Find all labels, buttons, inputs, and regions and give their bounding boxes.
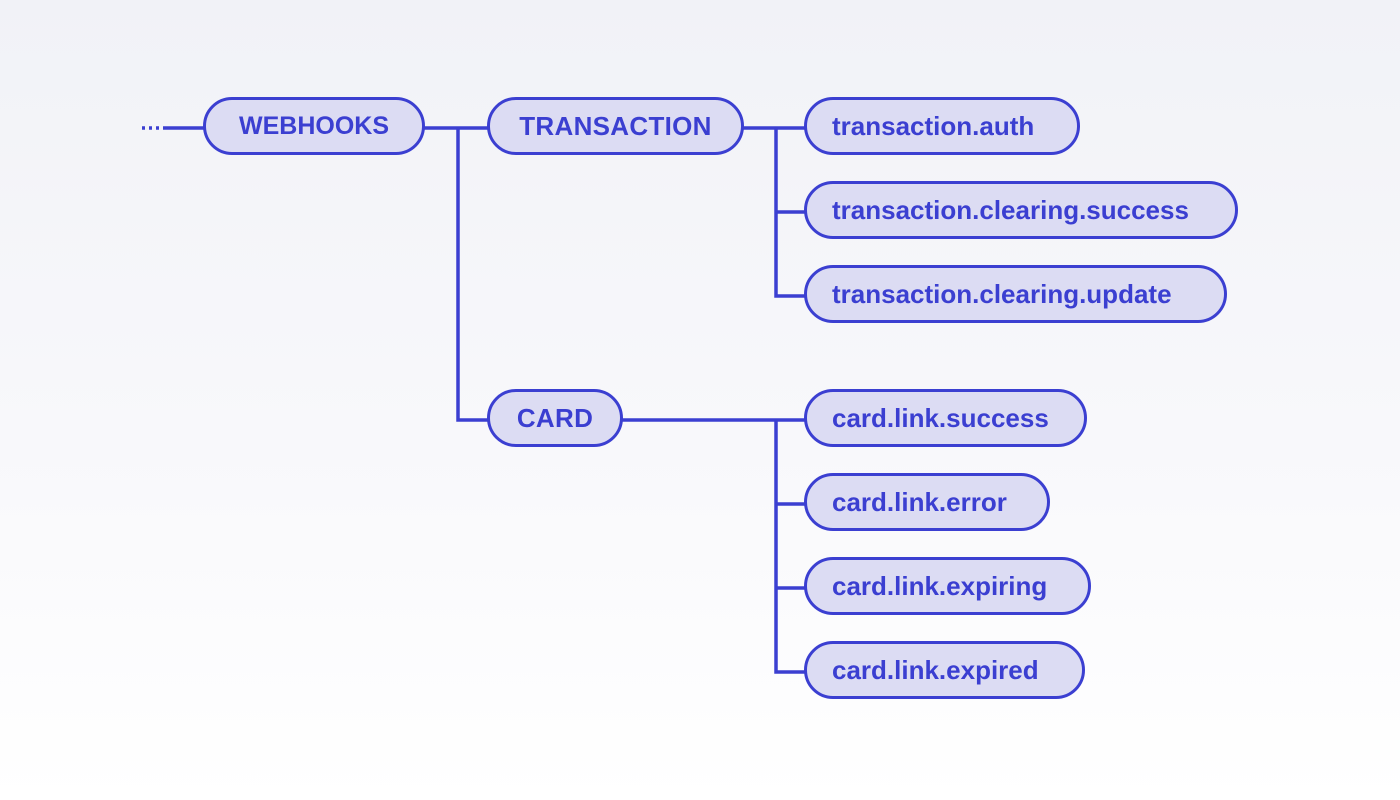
event-node-transaction-clearing-success: transaction.clearing.success <box>804 181 1238 239</box>
event-node-card-link-expired: card.link.expired <box>804 641 1085 699</box>
root-node-webhooks: WEBHOOKS <box>203 97 425 155</box>
event-node-card-link-success: card.link.success <box>804 389 1087 447</box>
event-node-card-link-expiring: card.link.expiring <box>804 557 1091 615</box>
category-node-transaction: TRANSACTION <box>487 97 744 155</box>
transaction-event-branches <box>774 128 806 298</box>
event-node-card-link-error: card.link.error <box>804 473 1050 531</box>
event-node-transaction-auth: transaction.auth <box>804 97 1080 155</box>
category-node-card: CARD <box>487 389 623 447</box>
card-event-branches <box>774 420 806 674</box>
root-to-card-line <box>456 128 489 422</box>
event-node-transaction-clearing-update: transaction.clearing.update <box>804 265 1227 323</box>
